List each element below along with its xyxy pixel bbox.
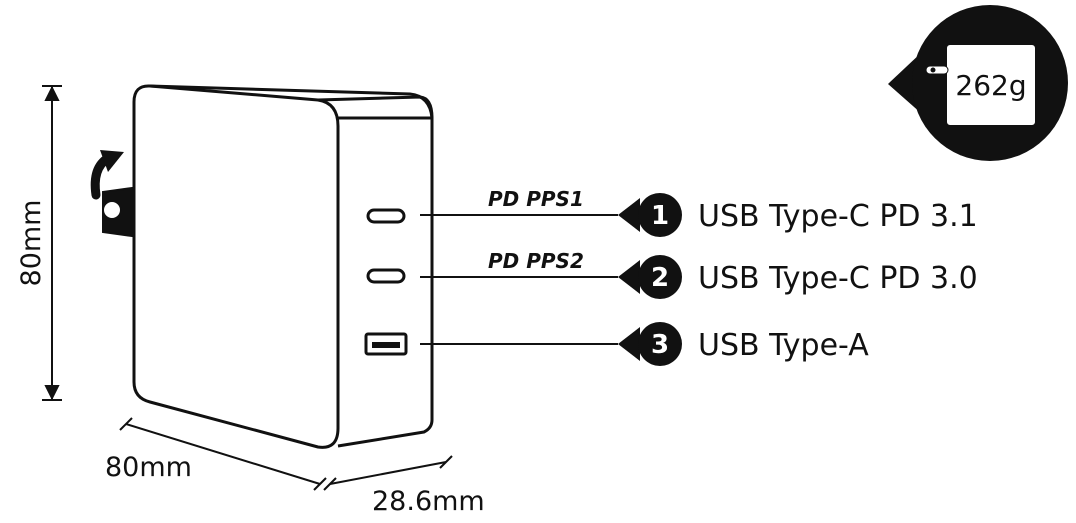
port-number-3: 3 bbox=[651, 330, 669, 360]
port-badge-3: 3 bbox=[618, 322, 682, 366]
port-label-3: USB Type-A bbox=[698, 328, 869, 363]
usb-c-port-1 bbox=[366, 208, 406, 224]
usb-c-port-2 bbox=[366, 268, 406, 284]
length-label: 80mm bbox=[105, 452, 192, 483]
port-badge-2: 2 bbox=[618, 255, 682, 299]
port-tag-1: PD PPS1 bbox=[488, 187, 584, 211]
length-dimension bbox=[119, 417, 327, 491]
weight-label: 262g bbox=[955, 69, 1026, 102]
prong-hole bbox=[102, 200, 122, 220]
height-dimension bbox=[42, 85, 62, 401]
ports-panel bbox=[364, 208, 408, 356]
usb-a-port bbox=[364, 332, 408, 356]
weight-tag-card bbox=[945, 43, 1037, 127]
port-tag-2: PD PPS2 bbox=[488, 249, 584, 273]
port-badge-1: 1 bbox=[618, 193, 682, 237]
height-label: 80mm bbox=[16, 200, 47, 287]
port-number-2: 2 bbox=[651, 263, 669, 293]
weight-badge: 262g bbox=[888, 5, 1068, 161]
depth-label: 28.6mm bbox=[372, 486, 485, 517]
usb-a-port-tongue bbox=[372, 342, 400, 348]
port-label-2: USB Type-C PD 3.0 bbox=[698, 261, 978, 296]
charger-side-face bbox=[317, 95, 434, 448]
port-label-1: USB Type-C PD 3.1 bbox=[698, 199, 978, 234]
fold-arrow-icon bbox=[90, 150, 124, 200]
charger-front-face bbox=[132, 84, 340, 449]
charger-body bbox=[132, 84, 434, 449]
plug-prong bbox=[102, 186, 133, 238]
depth-dimension bbox=[323, 455, 453, 491]
callout-lines bbox=[420, 214, 618, 345]
port-number-1: 1 bbox=[651, 201, 669, 231]
